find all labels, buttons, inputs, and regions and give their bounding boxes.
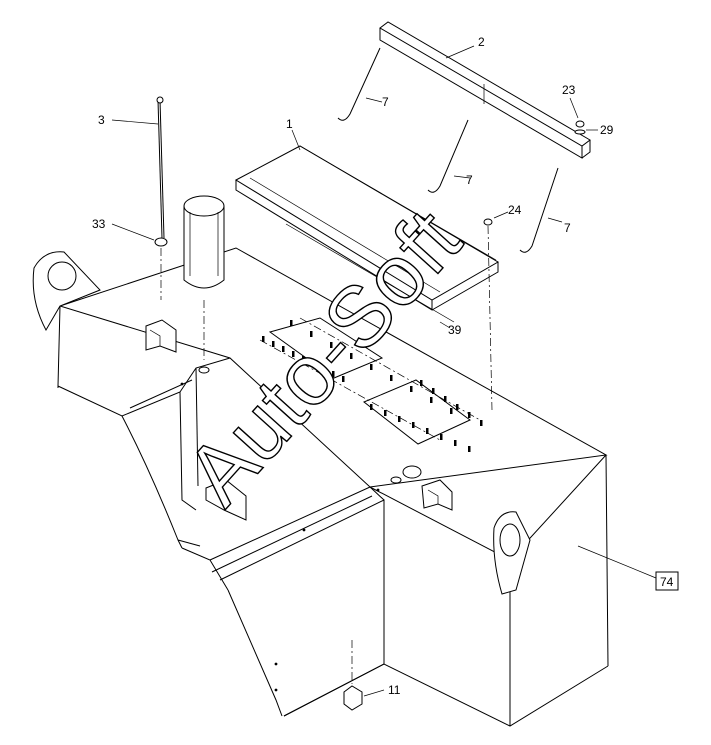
stud — [468, 412, 471, 418]
stud — [342, 376, 345, 382]
stud — [398, 416, 401, 422]
stud — [262, 336, 265, 342]
stud — [292, 351, 295, 357]
dipstick-part-3 — [154, 96, 168, 300]
stud — [384, 410, 387, 416]
stud — [272, 341, 275, 347]
hardware-small — [203, 120, 586, 711]
stud — [468, 446, 471, 452]
callout-labels: 1 2 3 7 7 7 11 23 24 29 33 39 74 — [92, 35, 679, 697]
callout-7-c: 7 — [564, 221, 571, 235]
callout-1: 1 — [286, 117, 293, 131]
callout-24: 24 — [508, 203, 522, 217]
hook-rods-part-7 — [337, 47, 559, 253]
stud — [412, 422, 415, 428]
callout-74: 74 — [660, 575, 674, 589]
callout-33: 33 — [92, 217, 106, 231]
stud — [432, 388, 435, 394]
callout-23: 23 — [562, 83, 576, 97]
stud — [450, 408, 453, 414]
callout-2: 2 — [478, 35, 485, 49]
stud — [410, 386, 413, 392]
stud — [290, 320, 293, 326]
callout-11: 11 — [388, 683, 401, 697]
stud — [322, 366, 325, 372]
cover-plate-part-1 — [234, 145, 499, 323]
tank-body — [32, 247, 609, 727]
rail-part-2 — [379, 21, 591, 159]
stud — [312, 361, 315, 367]
stud — [302, 356, 305, 362]
stud — [426, 428, 429, 434]
callout-7-b: 7 — [466, 173, 473, 187]
filler-neck — [183, 195, 225, 289]
stud — [480, 420, 483, 426]
stud — [390, 375, 393, 381]
callout-29: 29 — [600, 123, 614, 137]
mounting-studs — [262, 320, 483, 452]
callout-3: 3 — [98, 113, 105, 127]
stud — [310, 331, 313, 337]
stud — [282, 346, 285, 352]
stud — [420, 380, 423, 386]
callout-74-box — [655, 571, 679, 591]
stud — [370, 404, 373, 410]
stud — [370, 364, 373, 370]
stud — [332, 371, 335, 377]
leader-lines — [111, 45, 657, 697]
callout-39: 39 — [448, 323, 462, 337]
stud — [440, 434, 443, 440]
stud — [454, 440, 457, 446]
stud — [430, 397, 433, 403]
stud — [456, 404, 459, 410]
callout-7-a: 7 — [382, 95, 389, 109]
stud — [350, 353, 353, 359]
stud — [444, 396, 447, 402]
stud — [330, 342, 333, 348]
